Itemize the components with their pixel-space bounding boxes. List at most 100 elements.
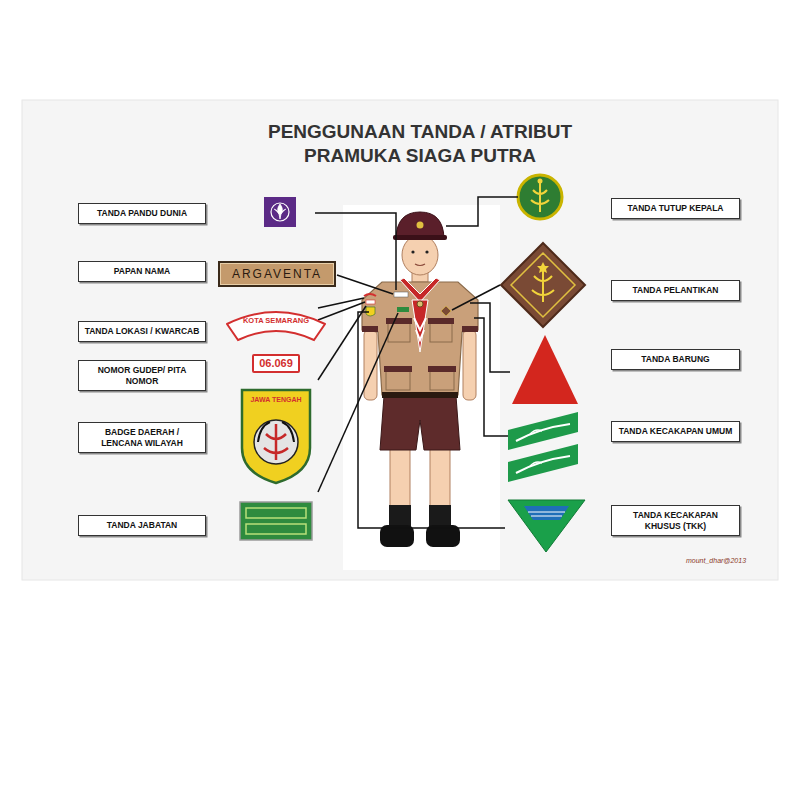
node-text: TANDA BARUNG: [641, 354, 709, 365]
special-skill-badge: [508, 500, 585, 552]
scout-figure-part: [414, 318, 426, 340]
figure-ground: [343, 205, 500, 570]
label-box: TANDA PELANTIKAN: [611, 280, 740, 301]
cap-badge-part: [531, 182, 549, 212]
label-box: TANDA JABATAN: [78, 515, 206, 536]
node-text: TANDA PELANTIKAN: [633, 285, 719, 296]
scout-figure-part: [366, 300, 375, 304]
investiture-badge: [501, 243, 585, 327]
general-skill-badge-part: [530, 430, 542, 466]
node-text: PAPAN NAMA: [114, 266, 170, 277]
name-plate: ARGAVENTA: [218, 261, 336, 287]
location-ribbon: KOTA SEMARANG: [226, 300, 326, 342]
investiture-badge-part: [537, 262, 549, 273]
leader-line: [315, 197, 518, 528]
leader-line-part: [318, 298, 364, 308]
panel: [22, 100, 778, 580]
scout-figure-part: [441, 306, 451, 316]
shield-emblem: [254, 420, 298, 464]
node-text: BADGE DAERAH / LENCANA WILAYAH: [84, 427, 200, 448]
investiture-badge-part: [532, 266, 554, 302]
scout-figure-part: [463, 330, 476, 400]
general-skill-badge-part: [508, 444, 578, 482]
scout-figure-part: [417, 222, 424, 229]
label-box: TANDA PANDU DUNIA: [78, 203, 206, 224]
world-scout-badge-part: [271, 203, 289, 221]
general-skill-badge-part: [508, 412, 578, 450]
scout-figure-part: [362, 326, 378, 332]
special-skill-badge-part: [528, 512, 565, 516]
scout-figure-part: [396, 212, 444, 238]
cap-badge: [518, 175, 562, 219]
scout-figure-part: [400, 278, 440, 302]
label-box: TANDA BARUNG: [611, 349, 740, 370]
node-text: ARGAVENTA: [226, 267, 328, 281]
shield-outline: [242, 390, 310, 483]
leader-line-part: [337, 275, 393, 294]
label-box: TANDA KECAKAPAN KHUSUS (TKK): [611, 505, 740, 536]
scout-figure-part: [411, 250, 414, 253]
scout-figure-part: [428, 318, 454, 324]
region-badge: JAWA TENGAH: [240, 388, 312, 485]
scout-figure-part: [394, 292, 408, 297]
scout-figure-part: [397, 307, 409, 312]
leader-line-part: [452, 285, 500, 310]
node-text: 06.069: [258, 357, 294, 370]
node-text: KOTA SEMARANG: [226, 316, 326, 326]
number-tag: 06.069: [252, 354, 300, 373]
node-text: NOMOR GUDEP/ PITA NOMOR: [84, 365, 200, 386]
special-skill-badge-part: [524, 506, 569, 520]
diagram-title: PENGGUNAAN TANDA / ATRIBUT PRAMUKA SIAGA…: [245, 120, 595, 168]
node-text: TANDA KECAKAPAN UMUM: [619, 426, 733, 437]
scout-figure-part: [390, 448, 410, 510]
watermark: mount_dhar@2013: [686, 556, 746, 565]
rank-badge-part: [240, 502, 312, 540]
general-skill-badge: [508, 412, 578, 482]
world-scout-badge-part: [274, 204, 286, 219]
leader-line-part: [318, 306, 366, 380]
world-scout-badge: [264, 197, 296, 227]
scout-figure-part: [425, 250, 428, 253]
scout-figure-part: [380, 396, 460, 450]
label-box: PAPAN NAMA: [78, 261, 206, 282]
node-text: TANDA TUTUP KEPALA: [627, 203, 723, 214]
rank-badge: [240, 502, 312, 540]
cap-badge-part: [518, 175, 562, 219]
node-text: TANDA JABATAN: [107, 520, 178, 531]
label-box: TANDA TUTUP KEPALA: [611, 198, 740, 219]
scout-figure-part: [364, 294, 376, 296]
node-text: JAWA TENGAH: [240, 394, 312, 405]
general-skill-badge-part: [516, 424, 570, 473]
leader-line-part: [470, 303, 510, 372]
scout-figure-part: [417, 301, 423, 307]
label-box: NOMOR GUDEP/ PITA NOMOR: [78, 360, 206, 391]
label-box: BADGE DAERAH / LENCANA WILAYAH: [78, 422, 206, 453]
scout-figure-part: [386, 318, 412, 324]
node-text: TANDA KECAKAPAN KHUSUS (TKK): [617, 510, 734, 531]
scout-figure-part: [402, 235, 438, 275]
scout-figure-part: [462, 326, 478, 332]
shield-emblem: [258, 422, 294, 442]
scout-figure-part: [384, 366, 412, 372]
leader-line-part: [358, 312, 505, 528]
world-scout-badge-part: [264, 197, 296, 227]
rank-badge-part: [246, 524, 306, 534]
label-box: TANDA LOKASI / KWARCAB: [78, 321, 206, 342]
scout-figure: [362, 212, 478, 547]
scout-figure-part: [430, 448, 450, 510]
scout-figure-part: [412, 300, 428, 352]
ribbon-outline: [227, 312, 325, 340]
scout-figure-part: [415, 264, 425, 266]
patrol-badge: [512, 335, 578, 404]
leader-line-part: [474, 318, 508, 436]
cap-badge-part: [538, 179, 543, 184]
rank-badge-part: [246, 508, 306, 518]
scout-figure-part: [382, 392, 458, 398]
scout-figure-part: [428, 366, 456, 372]
patrol-badge-part: [512, 335, 578, 404]
investiture-badge-part: [511, 253, 575, 317]
node-text: TANDA PANDU DUNIA: [97, 208, 187, 219]
scout-figure-part: [393, 235, 447, 240]
